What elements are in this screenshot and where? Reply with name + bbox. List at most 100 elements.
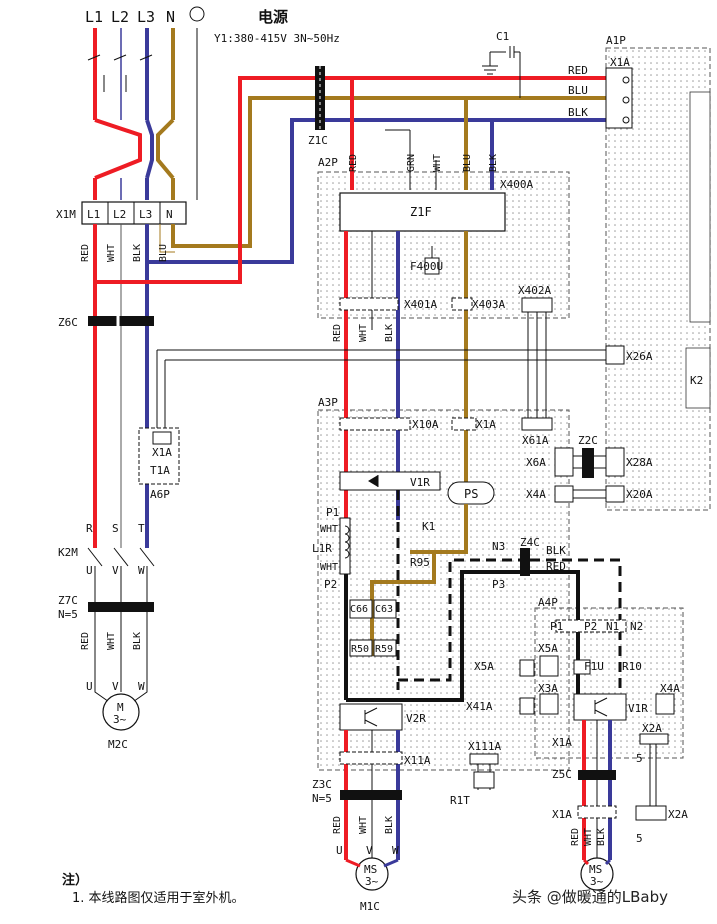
a2p-drops — [350, 78, 494, 190]
label-x4a-a4p: X4A — [660, 682, 680, 695]
control-wires — [156, 345, 625, 432]
motor-m2c — [102, 693, 140, 731]
ferrite-z5c — [578, 770, 616, 780]
a4p-internals — [519, 619, 675, 860]
power-spec: Y1:380-415V 3N~50Hz — [214, 32, 340, 45]
ferrite-z7c — [88, 602, 154, 612]
wire-blk-a2p: BLK — [488, 154, 499, 172]
notes: 注） 1. 本线路图仅适用于室外机。 — [62, 872, 245, 908]
filter-z1f — [339, 192, 506, 232]
wire-blk-m2c: BLK — [132, 632, 143, 650]
label-f1u: F1U — [584, 660, 604, 673]
contactor-k2m — [87, 547, 155, 567]
wire-blk-m1c: BLK — [384, 816, 395, 834]
label-a1p: A1P — [606, 34, 626, 47]
motor-fan — [580, 857, 614, 891]
label-l1r: L1R — [312, 542, 332, 555]
wire-grn-a2p: GRN — [406, 154, 417, 172]
label-k2m: K2M — [58, 546, 78, 559]
x1m-outputs — [93, 224, 149, 705]
watermark: 头条 @做暖通的LBaby — [512, 888, 669, 906]
ferrite-z6c — [88, 316, 154, 326]
wire-blk-fan: BLK — [596, 828, 607, 846]
wire-red-a2p: RED — [348, 154, 359, 172]
wire-wht-fan: WHT — [583, 828, 594, 846]
module-a6p — [138, 427, 180, 485]
label-z6c: Z6C — [58, 316, 78, 329]
label-p2: P2 — [324, 578, 337, 591]
label-k2: K2 — [690, 374, 703, 387]
label-x1a: X1A — [610, 56, 630, 69]
label-x111a: X111A — [468, 740, 501, 753]
a1p-inner — [689, 91, 711, 323]
label-w1: W — [138, 564, 145, 577]
label-ps: PS — [464, 487, 478, 501]
label-x1m: X1M — [56, 208, 76, 221]
label-v3: V — [366, 844, 373, 857]
wire-blu-x1m: BLU — [158, 244, 169, 262]
label-z2c: Z2C — [578, 434, 598, 447]
label-x41a: X41A — [466, 700, 493, 713]
label-z1f: Z1F — [410, 205, 432, 219]
label-a3p: A3P — [318, 396, 338, 409]
label-u1: U — [86, 564, 93, 577]
label-x3a: X3A — [538, 682, 558, 695]
notes-line-1: 1. 本线路图仅适用于室外机。 — [72, 891, 245, 906]
label-n2: N2 — [630, 620, 643, 633]
a3p-right-connectors — [554, 447, 625, 503]
label-u3: U — [336, 844, 343, 857]
label-v1r-a4p: V1R — [628, 702, 648, 715]
wire-red-m2c: RED — [80, 632, 91, 650]
x1m-t1: L1 — [87, 208, 100, 221]
label-x26a: X26A — [626, 350, 653, 363]
label-n5-a: N=5 — [58, 608, 78, 621]
label-a4p-p2: P2 — [584, 620, 597, 633]
motor-fan-3: 3~ — [590, 875, 604, 888]
label-r50: R50 — [351, 644, 369, 655]
earth-icon — [189, 6, 205, 22]
wire-blk-a2p-bot: BLK — [384, 324, 395, 342]
thermistor-r1t — [469, 753, 499, 790]
term-l2: L2 — [111, 8, 129, 26]
label-m1c: M1C — [360, 900, 380, 913]
supply-to-a2p — [95, 76, 606, 284]
motor-m1c-ms: MS — [364, 863, 377, 876]
a4p-link — [520, 548, 622, 700]
label-x20a: X20A — [626, 488, 653, 501]
motor-m1c-3: 3~ — [365, 875, 379, 888]
wire-wht-a2p: WHT — [432, 154, 443, 172]
x1m-t3: L3 — [139, 208, 152, 221]
motor-m1c — [355, 857, 389, 891]
label-t: T — [138, 522, 145, 535]
motor-m2c-3: 3~ — [113, 713, 127, 726]
term-n: N — [166, 8, 175, 26]
label-u2: U — [86, 680, 93, 693]
wire-red-x1m: RED — [80, 244, 91, 262]
label-five-a: 5 — [636, 752, 643, 765]
term-l1: L1 — [85, 8, 103, 26]
x1m-t4: N — [166, 208, 173, 221]
supply-wires — [87, 28, 198, 200]
label-z5c: Z5C — [552, 768, 572, 781]
label-v2r: V2R — [406, 712, 426, 725]
label-z3c: Z3C — [312, 778, 332, 791]
label-c1: C1 — [496, 30, 509, 43]
label-r10: R10 — [622, 660, 642, 673]
label-x5a-l: X5A — [474, 660, 494, 673]
label-x61a: X61A — [522, 434, 549, 447]
label-v1: V — [112, 564, 119, 577]
wire-wht-x1m: WHT — [106, 244, 117, 262]
wire-wht-a2p-bot: WHT — [358, 324, 369, 342]
notes-title: 注） — [62, 873, 89, 888]
label-z1c: Z1C — [308, 134, 328, 147]
a1p-k2 — [685, 347, 711, 409]
label-a2p: A2P — [318, 156, 338, 169]
terminal-block-x1m — [81, 201, 187, 225]
x1m-t2: L2 — [113, 208, 126, 221]
label-n1: N1 — [606, 620, 619, 633]
label-x2a-top: X2A — [642, 722, 662, 735]
wire-blu-a2p: BLU — [462, 154, 473, 172]
label-z4c: Z4C — [520, 536, 540, 549]
label-z7c: Z7C — [58, 594, 78, 607]
